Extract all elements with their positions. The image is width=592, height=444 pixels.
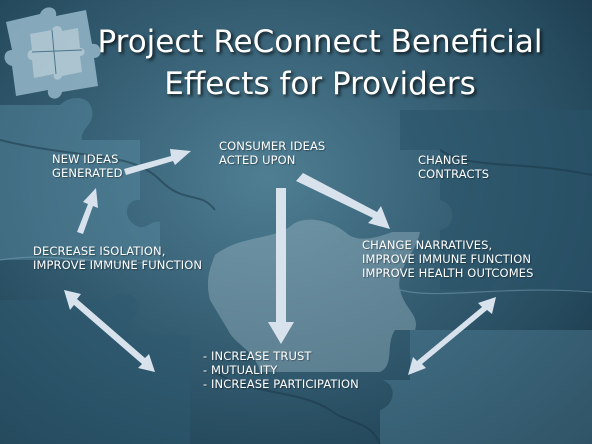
arrow-consumer-to-narratives	[296, 173, 390, 229]
node-consumer-ideas: CONSUMER IDEAS ACTED UPON	[219, 139, 325, 167]
puzzle-piece-bottom-left	[0, 293, 190, 444]
node-change-contracts-line: CHANGE	[418, 153, 468, 167]
arrow-isolation-trust-double	[64, 290, 155, 372]
node-change-narratives-line: CHANGE NARRATIVES,	[362, 238, 493, 252]
puzzle-piece-top-left	[0, 98, 160, 261]
puzzle-seam	[0, 256, 592, 295]
puzzle-piece-bottom-right	[380, 330, 592, 444]
puzzle-logo	[4, 7, 101, 99]
node-trust-line: - INCREASE PARTICIPATION	[203, 377, 359, 391]
node-change-narratives-line: IMPROVE HEALTH OUTCOMES	[362, 266, 534, 280]
node-change-narratives: CHANGE NARRATIVES, IMPROVE IMMUNE FUNCTI…	[362, 238, 534, 280]
node-decrease-isolation-line: IMPROVE IMMUNE FUNCTION	[33, 258, 203, 272]
node-decrease-isolation: DECREASE ISOLATION, IMPROVE IMMUNE FUNCT…	[33, 244, 202, 272]
node-trust-line: - INCREASE TRUST	[203, 349, 312, 363]
node-consumer-ideas-line: ACTED UPON	[219, 153, 296, 167]
slide-title-line-2: Effects for Providers	[164, 66, 476, 102]
arrow-new-ideas-to-consumer-ideas	[124, 149, 191, 175]
node-consumer-ideas-line: CONSUMER IDEAS	[219, 139, 326, 153]
arrow-consumer-to-trust	[268, 188, 294, 344]
node-new-ideas: NEW IDEAS GENERATED	[52, 152, 123, 180]
node-decrease-isolation-line: DECREASE ISOLATION,	[33, 244, 166, 258]
node-change-contracts-line: CONTRACTS	[418, 167, 490, 181]
arrow-isolation-to-new-ideas	[77, 188, 98, 234]
node-change-contracts: CHANGE CONTRACTS	[418, 153, 489, 181]
puzzle-piece-center	[207, 219, 420, 372]
slide-title-line-1: Project ReConnect Beneficial	[97, 24, 543, 60]
node-trust: - INCREASE TRUST - MUTUALITY - INCREASE …	[203, 349, 359, 391]
node-change-narratives-line: IMPROVE IMMUNE FUNCTION	[362, 252, 532, 266]
node-new-ideas-line: NEW IDEAS	[52, 152, 119, 166]
node-trust-line: - MUTUALITY	[203, 363, 278, 377]
puzzle-seam	[0, 139, 592, 444]
arrow-narratives-trust-double	[408, 297, 496, 375]
node-new-ideas-line: GENERATED	[52, 166, 123, 180]
